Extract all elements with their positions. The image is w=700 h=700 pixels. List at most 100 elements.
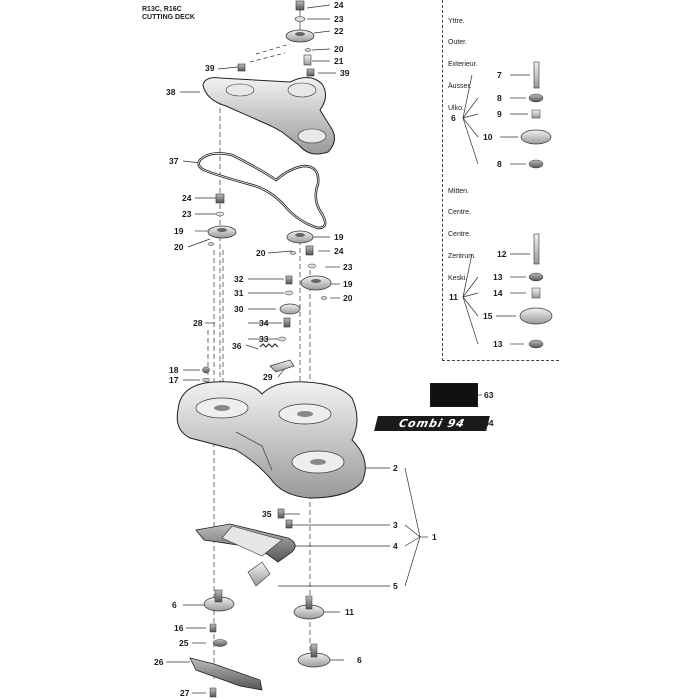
pulley-hub-icon [217,228,227,232]
callout-19: 19 [343,279,353,289]
callout-33: 33 [259,334,269,344]
shaft-icon [533,233,540,265]
washer-icon [215,211,225,217]
bolt-icon [305,245,314,256]
bolt-icon [295,0,305,11]
washer-icon [320,296,328,300]
caption-line: Centre. [448,231,471,239]
callout-25: 25 [179,638,189,648]
callout-20: 20 [334,44,344,54]
bolt-icon [209,687,217,698]
callout-20: 20 [343,293,353,303]
washer-icon [284,290,294,296]
washer-icon [307,263,317,269]
tensioner-stack [202,275,301,383]
callout-30: 30 [234,304,244,314]
callout-19: 19 [334,232,344,242]
callout-35: 35 [262,509,272,519]
callout-34: 34 [259,318,269,328]
callout-23: 23 [343,262,353,272]
callout-15: 15 [483,311,493,321]
callout-10: 10 [483,132,493,142]
caption-line: Äusser. [448,83,472,91]
nut-icon [237,63,246,72]
callout-8: 8 [497,93,502,103]
bolt-icon [285,275,293,285]
caption-line: Ulko. [448,105,464,113]
callout-37: 37 [169,156,179,166]
callout-9: 9 [497,109,502,119]
caption-line: Mitten. [448,187,470,195]
nut-icon [306,68,315,77]
callout-24: 24 [334,0,344,10]
callout-39: 39 [340,68,350,78]
blade-assembly [195,508,296,587]
callout-4: 4 [393,541,398,551]
callout-18: 18 [169,365,179,375]
outer-spindle-parts [520,61,552,169]
outer-spindle-caption: Yttre. Outer. Exterieur. Äusser. Ulko. [448,3,478,120]
belt-cover-part [202,77,335,155]
top-pulley-stack [237,0,315,77]
callout-1: 1 [432,532,437,542]
callout-2: 2 [393,463,398,473]
callout-17: 17 [169,375,179,385]
pulley-hub-icon [295,233,305,237]
washer-icon [277,336,287,342]
callout-21: 21 [334,56,344,66]
washer-icon [294,16,306,22]
callout-24: 24 [182,193,192,203]
callout-14: 14 [493,288,503,298]
callout-27: 27 [180,688,190,698]
caption-line: Centre. [448,209,471,217]
bearing-icon [528,93,544,103]
bolt-icon [209,623,217,633]
bracket-icon [269,359,295,373]
model-label: R13C, R16C [142,6,182,13]
nut-icon [202,366,210,374]
drive-belt-inner [198,152,326,229]
callout-32: 32 [234,274,244,284]
bearing-icon [528,159,544,169]
washer-icon [207,242,215,246]
callout-19: 19 [174,226,184,236]
callout-6: 6 [357,655,362,665]
washer-icon [202,377,210,383]
callout-11: 11 [449,292,458,302]
left-pulley-stack [207,193,237,246]
spindle-variants-box [442,0,559,361]
bearing-icon [212,639,228,647]
spacer-icon [303,54,312,66]
callout-13: 13 [493,272,503,282]
center-spindle-parts [519,233,553,349]
callout-23: 23 [334,14,344,24]
callout-29: 29 [263,372,273,382]
bolt-icon [283,317,291,328]
caption-line: Yttre. [448,17,465,25]
callout-20: 20 [174,242,184,252]
bearing-icon [528,272,544,282]
callout-64: 64 [484,418,494,428]
idler-pulley-icon [279,303,301,315]
housing-icon [520,129,552,145]
callout-11: 11 [345,607,354,617]
decal-plate [430,383,478,407]
callout-20: 20 [256,248,266,258]
leader-lines [166,4,530,694]
caption-line: Exterieur. [448,61,478,69]
drive-belt-part [197,152,327,230]
callout-26: 26 [154,657,164,667]
callout-38: 38 [166,87,176,97]
center-spindle-caption: Mitten. Centre. Centre. Zentrum. Keski. [448,173,476,290]
callout-8: 8 [497,159,502,169]
callout-7: 7 [497,70,502,80]
spacer-icon [531,287,541,299]
left-spindle-assembly [189,589,263,698]
right-spindle-assembly [293,595,331,668]
deck-housing-part [176,381,366,499]
callout-63: 63 [484,390,494,400]
callout-24: 24 [334,246,344,256]
callout-39: 39 [205,63,215,73]
caption-line: Keski. [448,275,468,283]
